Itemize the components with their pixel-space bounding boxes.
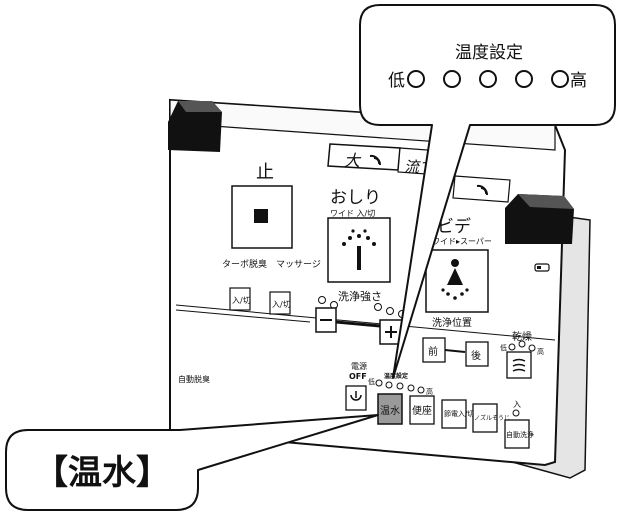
wash-position-label: 洗浄位置 — [432, 316, 472, 329]
position-front-label: 前 — [428, 345, 438, 358]
panel-temp-low-label: 低 — [368, 377, 375, 386]
callout-temp-level-indicator — [407, 70, 569, 88]
oshiri-sublabel: ワイド 入/切 — [330, 209, 375, 218]
right-corner-block — [505, 194, 574, 244]
temperature-setting-callout: 温度設定 低 高 — [359, 4, 616, 379]
dry-low-label: 低 — [500, 343, 507, 352]
warm-water-callout: 【温水】 — [5, 414, 379, 511]
nozzle-spray-icon — [342, 229, 376, 270]
dry-wave-icon — [512, 358, 526, 372]
massage-toggle-label: 入/切 — [272, 300, 291, 309]
position-back-button[interactable]: 後 — [465, 341, 489, 367]
massage-toggle-button[interactable]: 入/切 — [269, 291, 291, 315]
power-button[interactable] — [345, 385, 367, 411]
oshiri-label: おしり — [330, 188, 381, 208]
turbo-toggle-label: 入/切 — [232, 296, 251, 305]
dry-label: 乾燥 — [512, 330, 532, 343]
callout-temp-low: 低 — [388, 71, 405, 91]
callout-temp-title: 温度設定 — [455, 43, 523, 63]
oshiri-button[interactable] — [327, 217, 391, 283]
warm-water-label: 温水 — [380, 405, 400, 417]
power-save-button[interactable]: 節電入/切 — [441, 399, 474, 429]
auto-wash-button[interactable]: 自動洗浄 — [504, 419, 534, 449]
auto-deodorize-label: 自動脱臭 — [178, 374, 210, 384]
water-wave-icon — [476, 184, 489, 196]
dry-high-label: 高 — [537, 347, 544, 356]
bidet-button[interactable] — [425, 249, 489, 313]
panel-temp-high-label: 高 — [426, 387, 433, 396]
panel-temp-indicator — [375, 379, 425, 394]
dry-button[interactable] — [506, 351, 532, 379]
stop-label: 止 — [256, 162, 274, 183]
auto-wash-label: 自動洗浄 — [506, 430, 534, 439]
wash-strength-label: 洗浄強さ — [338, 289, 382, 303]
power-icon — [350, 394, 362, 401]
power-label: 電源 — [351, 362, 367, 371]
bidet-label: ビデ — [437, 216, 471, 237]
water-wave-icon — [369, 154, 382, 166]
panel-temp-label: 温度設定 — [384, 372, 408, 380]
off-label: OFF — [349, 372, 367, 381]
nozzle-clean-label: ノズルそうじ — [474, 414, 510, 422]
position-front-button[interactable]: 前 — [422, 337, 446, 363]
bidet-sublabel: ワイド▸スーパー — [432, 237, 492, 246]
callout-temp-high: 高 — [570, 71, 587, 91]
left-corner-block — [168, 101, 222, 152]
warm-water-button[interactable]: 温水 — [377, 393, 403, 425]
stop-button[interactable] — [231, 185, 293, 249]
stop-square-icon — [254, 209, 268, 223]
flush-large-button[interactable]: 大 — [327, 143, 401, 171]
auto-wash-in-label: 入 — [513, 400, 521, 409]
auto-wash-indicator — [512, 409, 520, 417]
seat-label: 便座 — [412, 404, 432, 417]
massage-label: マッサージ — [276, 259, 321, 270]
position-back-label: 後 — [471, 349, 481, 362]
bidet-person-icon — [441, 259, 469, 300]
seat-button[interactable]: 便座 — [409, 395, 435, 425]
flush-small-button[interactable] — [452, 175, 511, 203]
power-save-label: 節電入/切 — [444, 409, 474, 418]
callout-button-label: 【温水】 — [34, 453, 170, 493]
flush-large-label: 大 — [344, 151, 362, 170]
dry-level-indicator — [508, 340, 536, 352]
turbo-deodorize-label: ターボ脱臭 — [222, 258, 267, 270]
turbo-toggle-button[interactable]: 入/切 — [229, 287, 251, 311]
nozzle-clean-button[interactable]: ノズルそうじ — [472, 403, 510, 433]
battery-indicator-icon — [534, 263, 550, 272]
wash-strength-minus-button[interactable] — [315, 307, 337, 333]
